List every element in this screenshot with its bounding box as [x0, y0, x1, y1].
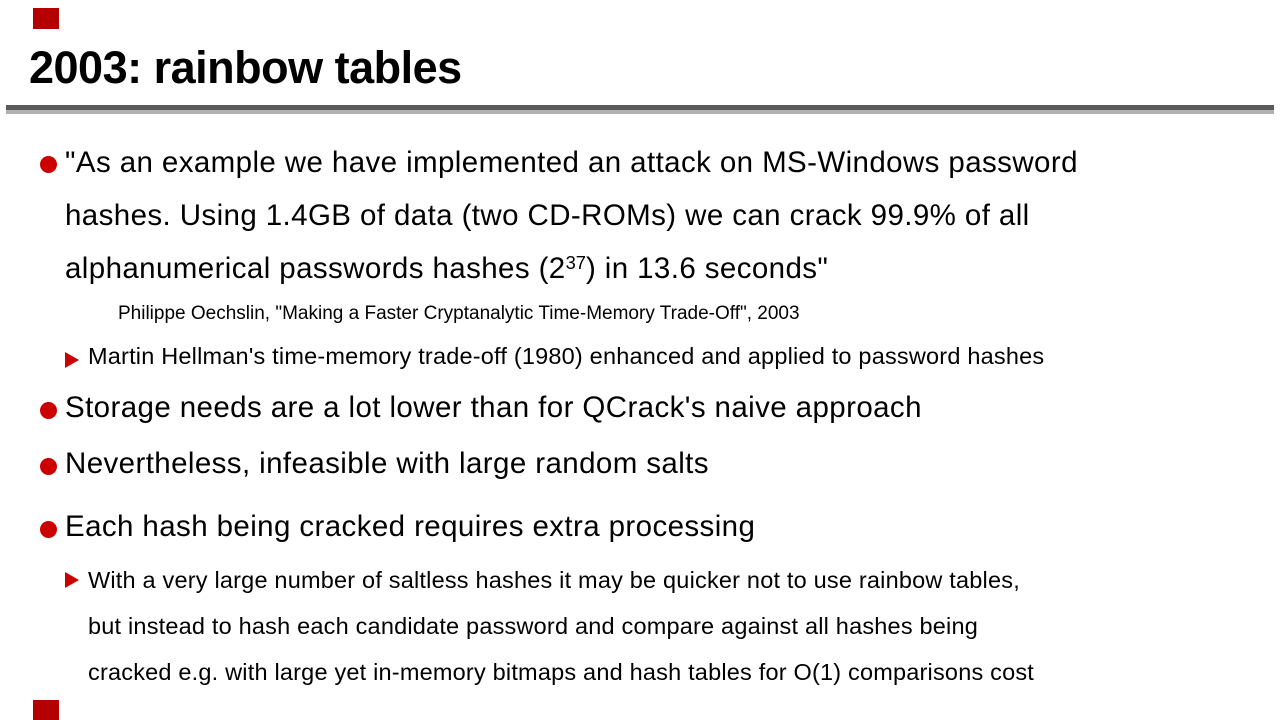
bullet1-line2: hashes. Using 1.4GB of data (two CD-ROMs…	[65, 199, 1030, 232]
exponent-superscript: 37	[565, 252, 586, 274]
bullet1-line3-post: ) in 13.6 seconds"	[585, 252, 829, 285]
triangle-bullet-icon	[65, 352, 79, 368]
title-divider-rule	[6, 105, 1274, 114]
bullet4-text: Each hash being cracked requires extra p…	[65, 510, 756, 543]
bullet-disc-icon	[40, 521, 57, 538]
sub-bullet2-line1: With a very large number of saltless has…	[88, 567, 1020, 593]
sub-bullet2-text: With a very large number of saltless has…	[88, 557, 1034, 695]
bullet2-text: Storage needs are a lot lower than for Q…	[65, 391, 922, 424]
divider-light-band	[6, 110, 1274, 114]
citation-line: Philippe Oechslin, "Making a Faster Cryp…	[118, 303, 800, 324]
corner-mark-bottom-left-icon	[33, 700, 59, 720]
bullet-disc-icon	[40, 402, 57, 419]
bullet1-line3-pre: alphanumerical passwords hashes (2	[65, 252, 566, 285]
bullet1-line1: "As an example we have implemented an at…	[65, 146, 1078, 179]
triangle-bullet-icon	[65, 572, 79, 588]
bullet-disc-icon	[40, 458, 57, 475]
sub-bullet2-line3: cracked e.g. with large yet in-memory bi…	[88, 659, 1035, 685]
divider-dark-band	[6, 105, 1274, 110]
corner-mark-top-left-icon	[33, 8, 59, 29]
slide-title: 2003: rainbow tables	[29, 42, 462, 93]
bullet1-quote: "As an example we have implemented an at…	[65, 136, 1078, 298]
sub-bullet1-text: Martin Hellman's time-memory trade-off (…	[88, 343, 1045, 369]
sub-bullet2-line2: but instead to hash each candidate passw…	[88, 613, 979, 639]
bullet1-line3: alphanumerical passwords hashes (237) in…	[65, 242, 1078, 298]
bullet-disc-icon	[40, 156, 57, 173]
bullet3-text: Nevertheless, infeasible with large rand…	[65, 447, 709, 480]
